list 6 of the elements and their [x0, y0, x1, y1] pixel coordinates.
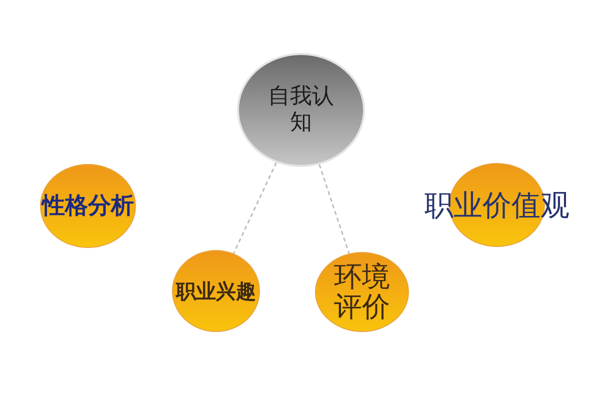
node-label: 性格分析	[40, 192, 135, 220]
node-label: 自我认知	[267, 84, 335, 136]
node-label: 职业兴趣	[174, 279, 257, 303]
node-label: 环境评价	[333, 262, 391, 322]
dashed-connector	[318, 164, 350, 254]
dashed-connector	[232, 162, 277, 254]
